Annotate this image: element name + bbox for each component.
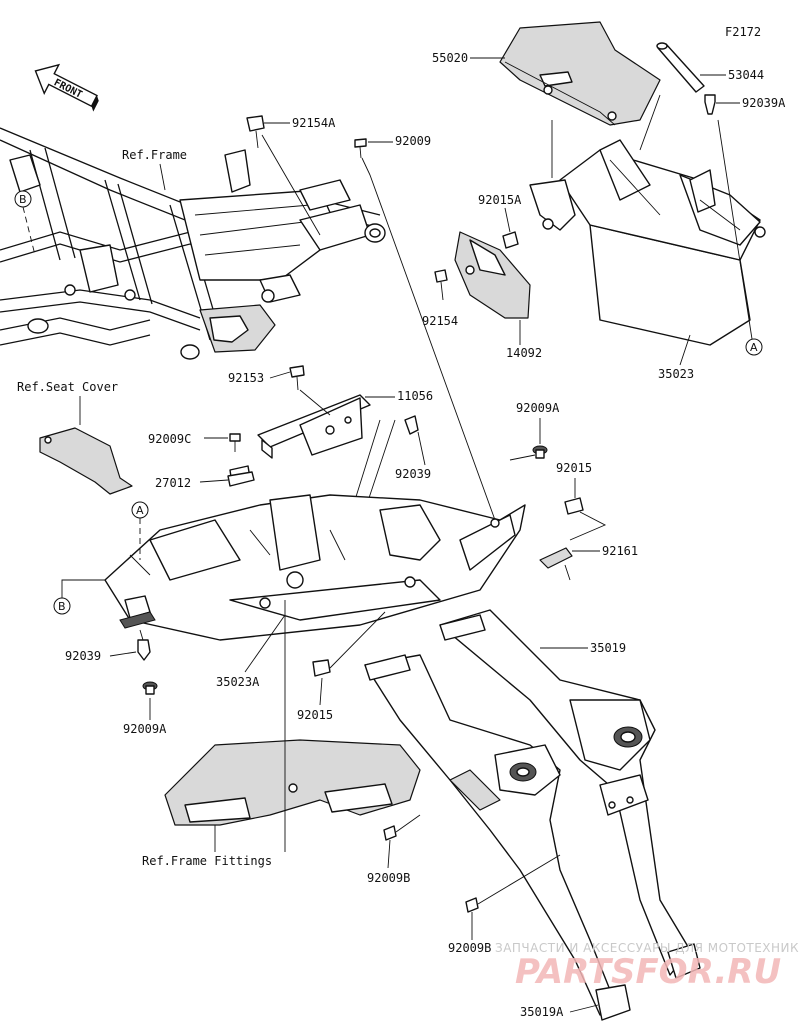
callout-a-left: A xyxy=(131,501,149,560)
label-11056: 11056 xyxy=(397,389,433,403)
part-92015A-collar xyxy=(502,231,519,249)
label-35023: 35023 xyxy=(658,367,694,381)
svg-text:A: A xyxy=(136,504,144,517)
seat-cover-ref xyxy=(39,427,133,495)
frame-fittings-ref xyxy=(164,739,421,826)
label-35023A: 35023A xyxy=(216,675,260,689)
label-92009A-right: 92009A xyxy=(516,401,560,415)
watermark-line1: ЗАПЧАСТИ И АКСЕССУАРЫ ДЛЯ МОТОТЕХНИКИ xyxy=(495,941,800,955)
label-53044: 53044 xyxy=(728,68,764,82)
figure-id: F2172 xyxy=(725,25,761,39)
part-55020-seat-pan xyxy=(499,21,661,126)
part-11056-bracket xyxy=(257,394,371,459)
callout-b-left: B xyxy=(53,579,105,615)
part-92009B-bolt-low xyxy=(465,897,479,913)
label-92015-bottom: 92015 xyxy=(297,708,333,722)
label-92009B-low: 92009B xyxy=(448,941,491,955)
part-92009B-bolt-mid xyxy=(383,825,397,841)
callout-b-top: B xyxy=(14,190,36,256)
part-92009-bolt-top xyxy=(354,138,367,159)
label-92039-mid: 92039 xyxy=(395,467,431,481)
part-27012-clamp xyxy=(227,465,255,487)
part-14092-cover xyxy=(454,231,531,319)
part-35019-fender-bracket xyxy=(439,609,701,979)
label-92039A-top: 92039A xyxy=(742,96,786,110)
label-92009B-mid: 92009B xyxy=(367,871,410,885)
label-92161: 92161 xyxy=(602,544,638,558)
svg-text:B: B xyxy=(19,193,27,206)
label-35019A: 35019A xyxy=(520,1005,564,1019)
ref-frame-fittings-label: Ref.Frame Fittings xyxy=(142,854,272,868)
label-92153: 92153 xyxy=(228,371,264,385)
part-92009C-bolt xyxy=(229,433,241,452)
part-92154-bolt xyxy=(434,269,448,301)
label-92154A: 92154A xyxy=(292,116,336,130)
ref-seat-cover-label: Ref.Seat Cover xyxy=(17,380,118,394)
label-92015A: 92015A xyxy=(478,193,522,207)
svg-text:A: A xyxy=(750,341,758,354)
label-27012: 27012 xyxy=(155,476,191,490)
part-53044-rod xyxy=(656,42,705,93)
part-92153-bolt xyxy=(289,365,305,391)
part-35019A-fender-lower xyxy=(364,654,631,1021)
part-92161-damper xyxy=(539,547,573,569)
label-35019: 35019 xyxy=(590,641,626,655)
part-92015-nut-bottom xyxy=(312,659,331,677)
part-92154A-bolt xyxy=(246,115,265,149)
label-92009C: 92009C xyxy=(148,432,191,446)
ref-frame-label: Ref.Frame xyxy=(122,148,187,162)
part-92039-clip-mid xyxy=(404,415,419,435)
front-arrow-icon: FRONT xyxy=(34,63,99,112)
watermark: ЗАПЧАСТИ И АКСЕССУАРЫ ДЛЯ МОТОТЕХНИКИ PA… xyxy=(495,941,800,992)
watermark-logo: PARTSFOR.RU xyxy=(515,952,781,992)
part-92009A-bolt-left xyxy=(142,681,158,695)
part-35023A-rear-tray xyxy=(104,494,526,641)
label-92015-right: 92015 xyxy=(556,461,592,475)
label-92009-top: 92009 xyxy=(395,134,431,148)
label-92154: 92154 xyxy=(422,314,458,328)
frame-assembly: Ref.Frame xyxy=(0,127,386,360)
part-92009A-bolt-right xyxy=(532,445,548,459)
svg-text:B: B xyxy=(58,600,66,613)
label-55020: 55020 xyxy=(432,51,468,65)
label-14092: 14092 xyxy=(506,346,542,360)
callout-a-right: A xyxy=(717,119,763,356)
part-35023-tray xyxy=(529,139,766,346)
label-92009A-left: 92009A xyxy=(123,722,167,736)
part-92039-clip-left xyxy=(137,639,151,661)
part-92039A-clip xyxy=(704,94,716,115)
label-92039-left: 92039 xyxy=(65,649,101,663)
part-92015-nut-right xyxy=(564,497,584,515)
